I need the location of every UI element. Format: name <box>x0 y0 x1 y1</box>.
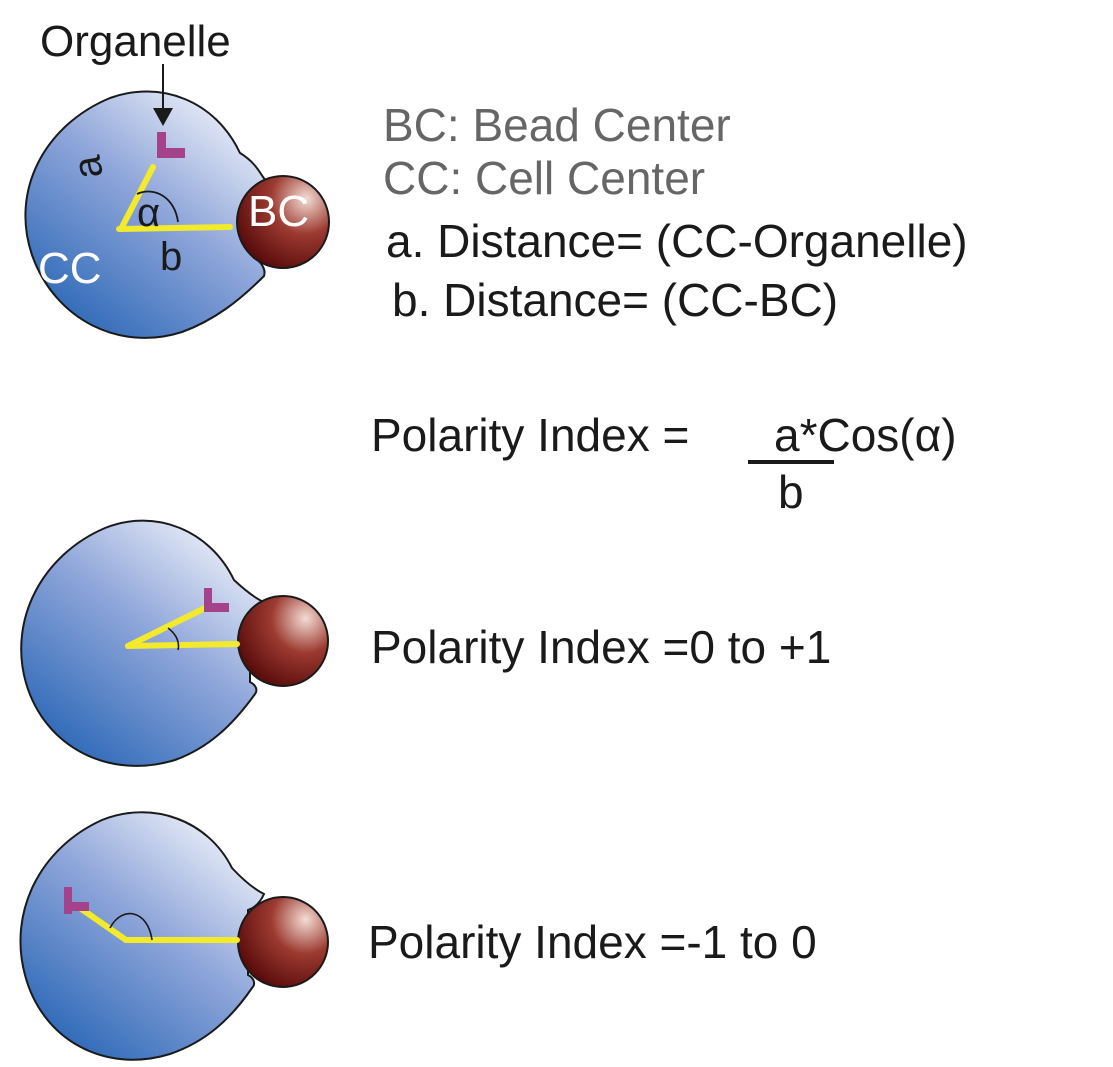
legend-distance-a: a. Distance= (CC-Organelle) <box>386 215 968 267</box>
formula-denominator: b <box>778 466 804 518</box>
angle-arc <box>167 627 180 651</box>
b-label: b <box>160 235 182 279</box>
alpha-label: α <box>137 191 160 235</box>
bottom-cell-diagram <box>19 811 329 1061</box>
line-a <box>118 164 156 232</box>
organelle-icon <box>204 588 229 612</box>
bead <box>237 896 329 988</box>
line-b <box>116 224 233 232</box>
angle-arc <box>109 912 153 941</box>
middle-cell-diagram <box>20 519 329 767</box>
cc-label: CC <box>38 244 102 293</box>
bc-label: BC <box>248 187 309 236</box>
bead <box>237 595 329 687</box>
bead <box>236 175 330 269</box>
organelle-arrowhead <box>153 108 173 126</box>
organelle-label: Organelle <box>40 17 231 66</box>
case-positive-text: Polarity Index =0 to +1 <box>371 621 831 673</box>
top-cell-diagram <box>24 64 330 339</box>
formula-prefix: Polarity Index = <box>371 409 702 461</box>
case-negative-text: Polarity Index =-1 to 0 <box>368 916 817 968</box>
formula-numerator: a*Cos(α) <box>774 409 957 461</box>
organelle-icon <box>157 132 185 158</box>
legend-distance-b: b. Distance= (CC-BC) <box>392 274 838 326</box>
angle-arc <box>136 190 179 223</box>
organelle-icon <box>64 887 89 914</box>
legend-cell-center: CC: Cell Center <box>383 152 705 204</box>
line-a <box>77 905 129 943</box>
line-b <box>125 641 240 649</box>
legend-bead-center: BC: Bead Center <box>383 99 731 151</box>
line-a <box>125 605 208 649</box>
cell-body <box>19 811 266 1061</box>
